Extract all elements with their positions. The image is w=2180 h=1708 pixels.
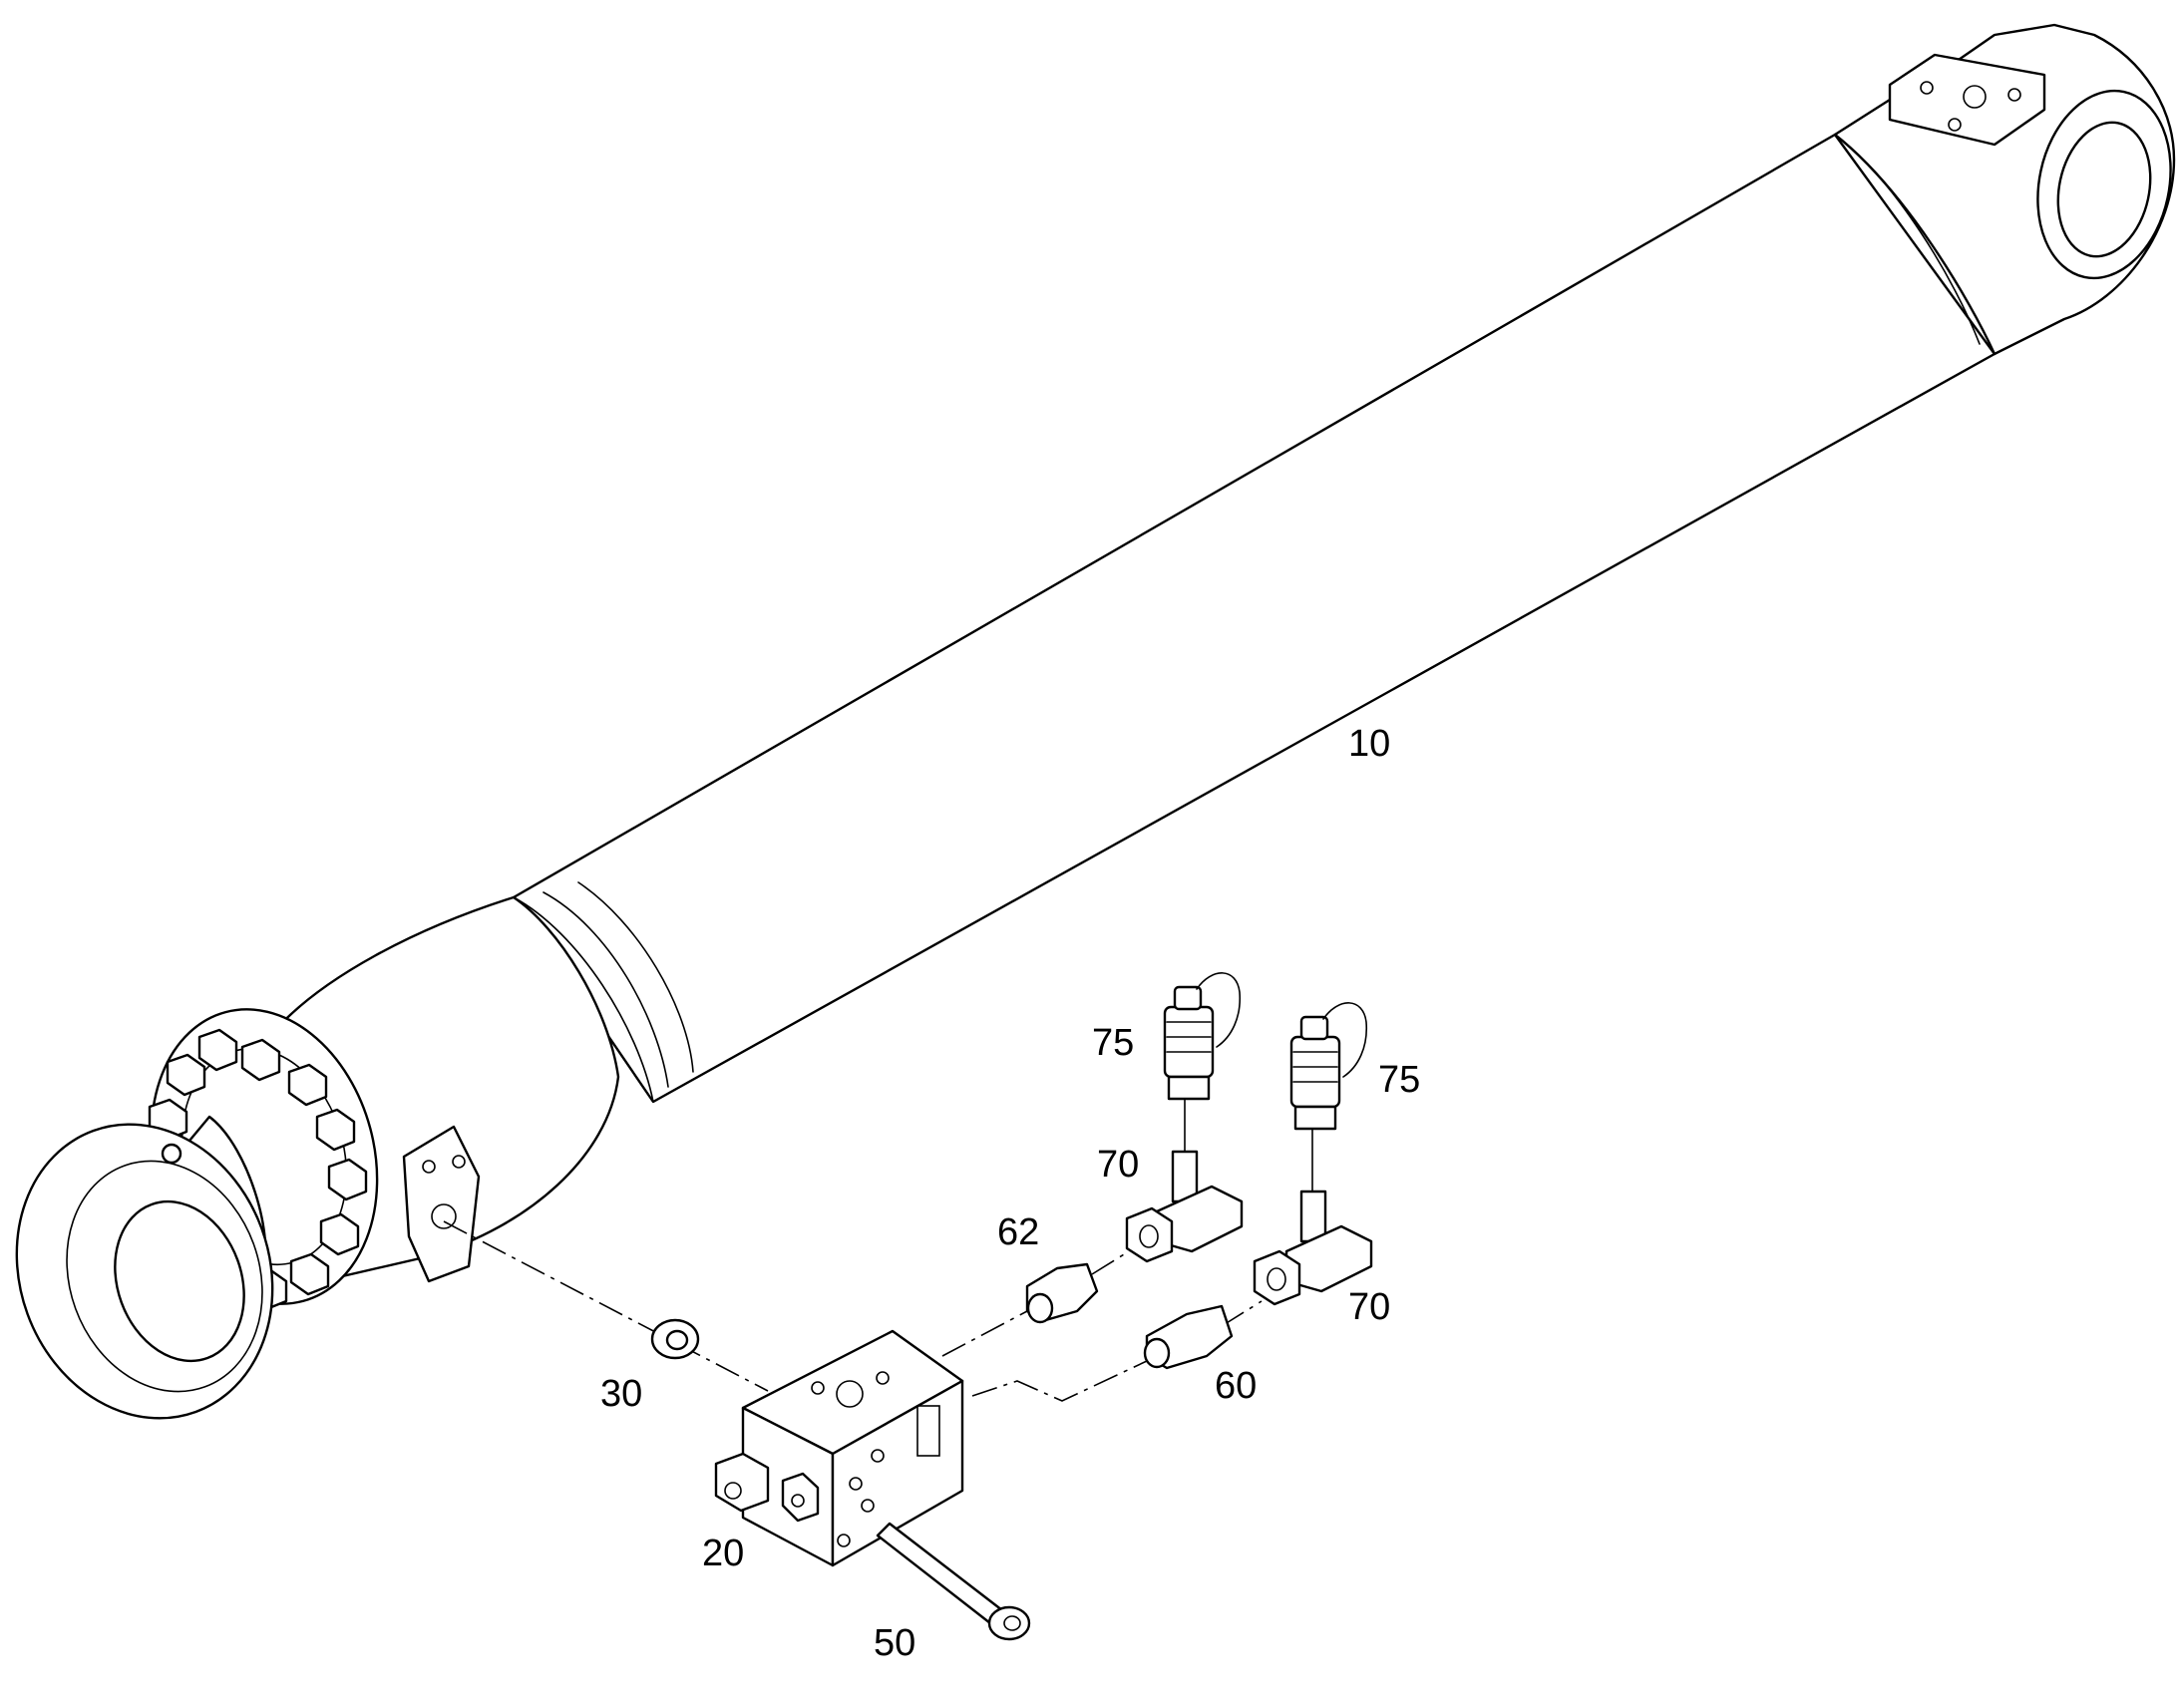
flange-bolt bbox=[240, 1038, 281, 1082]
fitting-60 bbox=[1143, 1304, 1234, 1370]
leader-port-to-block bbox=[443, 1220, 769, 1392]
tee-70b-stem bbox=[1299, 1190, 1327, 1243]
dust-cap-75b-chain bbox=[1322, 1002, 1368, 1078]
left-eye-bore bbox=[114, 1199, 245, 1363]
callout-20: 20 bbox=[702, 1533, 744, 1574]
tee-fitting-70b bbox=[1253, 1190, 1373, 1306]
barrel-ring-left-3 bbox=[577, 881, 694, 1073]
washer bbox=[650, 1318, 700, 1360]
head-right-bolt-hole-1 bbox=[1920, 81, 1934, 95]
dust-cap-75b bbox=[1289, 1002, 1368, 1131]
right-eye-bore bbox=[2056, 121, 2152, 258]
valve-side-hole-3 bbox=[861, 1499, 875, 1513]
callout-75-left: 75 bbox=[1092, 1022, 1134, 1064]
leader-block-to-62 bbox=[941, 1310, 1028, 1357]
valve-top-port bbox=[836, 1380, 864, 1408]
flange-bolt bbox=[166, 1053, 206, 1097]
leader-60-to-70 bbox=[1221, 1300, 1263, 1327]
cap-screw-socket bbox=[1003, 1615, 1021, 1631]
callout-70-upper: 70 bbox=[1097, 1144, 1139, 1186]
valve-top-hole-1 bbox=[811, 1381, 825, 1395]
tee-70b-nut bbox=[1253, 1249, 1301, 1306]
flange-bolt bbox=[287, 1063, 328, 1107]
dust-cap-75a-chain bbox=[1196, 972, 1242, 1048]
barrel-ring-left-2 bbox=[543, 891, 669, 1088]
leader-block-to-60 bbox=[971, 1360, 1148, 1402]
dust-cap-75b-body bbox=[1289, 1035, 1341, 1109]
flange-bolt bbox=[319, 1212, 360, 1256]
flange-bolt bbox=[289, 1252, 330, 1296]
tee-fitting-70a bbox=[1125, 1150, 1244, 1263]
valve-top-hole-2 bbox=[876, 1371, 890, 1385]
callout-30: 30 bbox=[600, 1373, 642, 1415]
valve-plug-front-center bbox=[724, 1482, 742, 1500]
tee-70b-nut-bore bbox=[1267, 1267, 1286, 1291]
flange-bolts bbox=[148, 1028, 368, 1311]
head-right-bolt-hole-2 bbox=[2007, 88, 2021, 102]
barrel-ring-left bbox=[513, 896, 654, 1103]
tee-70a-nut bbox=[1125, 1206, 1174, 1263]
head-left-bolt-hole-2 bbox=[452, 1155, 466, 1169]
fitting-60-end bbox=[1143, 1337, 1171, 1369]
head-right-port-hole bbox=[1963, 85, 1987, 109]
callout-62: 62 bbox=[997, 1211, 1039, 1253]
washer-inner bbox=[665, 1329, 689, 1351]
callout-70-lower: 70 bbox=[1348, 1286, 1390, 1328]
flange-bolt bbox=[327, 1158, 368, 1201]
dust-cap-75a-hex bbox=[1167, 1075, 1211, 1101]
callout-labels: 10 20 30 50 60 62 70 70 75 75 bbox=[600, 723, 1420, 1664]
head-left-port-hole bbox=[431, 1203, 457, 1229]
valve-block bbox=[714, 1329, 964, 1567]
flange-bolt bbox=[197, 1028, 238, 1072]
dust-cap-75a-body bbox=[1163, 1005, 1215, 1079]
dust-cap-75b-top bbox=[1299, 1015, 1329, 1041]
dust-cap-75a-top bbox=[1173, 985, 1203, 1011]
hydraulic-cylinder bbox=[15, 23, 2176, 1420]
tee-70a-nut-bore bbox=[1139, 1224, 1159, 1248]
valve-plug-side-center bbox=[791, 1494, 805, 1508]
valve-nameplate bbox=[916, 1405, 940, 1457]
callout-50: 50 bbox=[874, 1622, 915, 1664]
left-eye-ring bbox=[66, 1160, 263, 1393]
callout-75-right: 75 bbox=[1378, 1059, 1420, 1101]
valve-side-hole-1 bbox=[849, 1477, 863, 1491]
head-left-bolt-hole-1 bbox=[422, 1160, 436, 1174]
grease-nipple bbox=[161, 1143, 182, 1165]
cap-screw-head bbox=[987, 1605, 1031, 1641]
callout-10: 10 bbox=[1348, 723, 1390, 765]
head-right-bolt-hole-3 bbox=[1948, 118, 1962, 132]
valve-side-hole-2 bbox=[871, 1449, 885, 1463]
fitting-62-end bbox=[1026, 1292, 1054, 1324]
valve-plug-front bbox=[714, 1452, 770, 1513]
valve-side-hole-4 bbox=[837, 1534, 851, 1547]
valve-plug-side bbox=[781, 1472, 820, 1523]
head-right-port-block bbox=[1888, 53, 2046, 147]
dust-cap-75b-hex bbox=[1293, 1105, 1337, 1131]
cap-screw-shank bbox=[876, 1522, 1004, 1625]
fitting-62 bbox=[1025, 1262, 1099, 1324]
cylinder-barrel bbox=[512, 133, 1997, 1104]
flange-bolt bbox=[315, 1108, 356, 1152]
cap-screw bbox=[876, 1522, 1031, 1641]
dust-cap-75a bbox=[1163, 972, 1242, 1101]
callout-60: 60 bbox=[1215, 1365, 1257, 1407]
